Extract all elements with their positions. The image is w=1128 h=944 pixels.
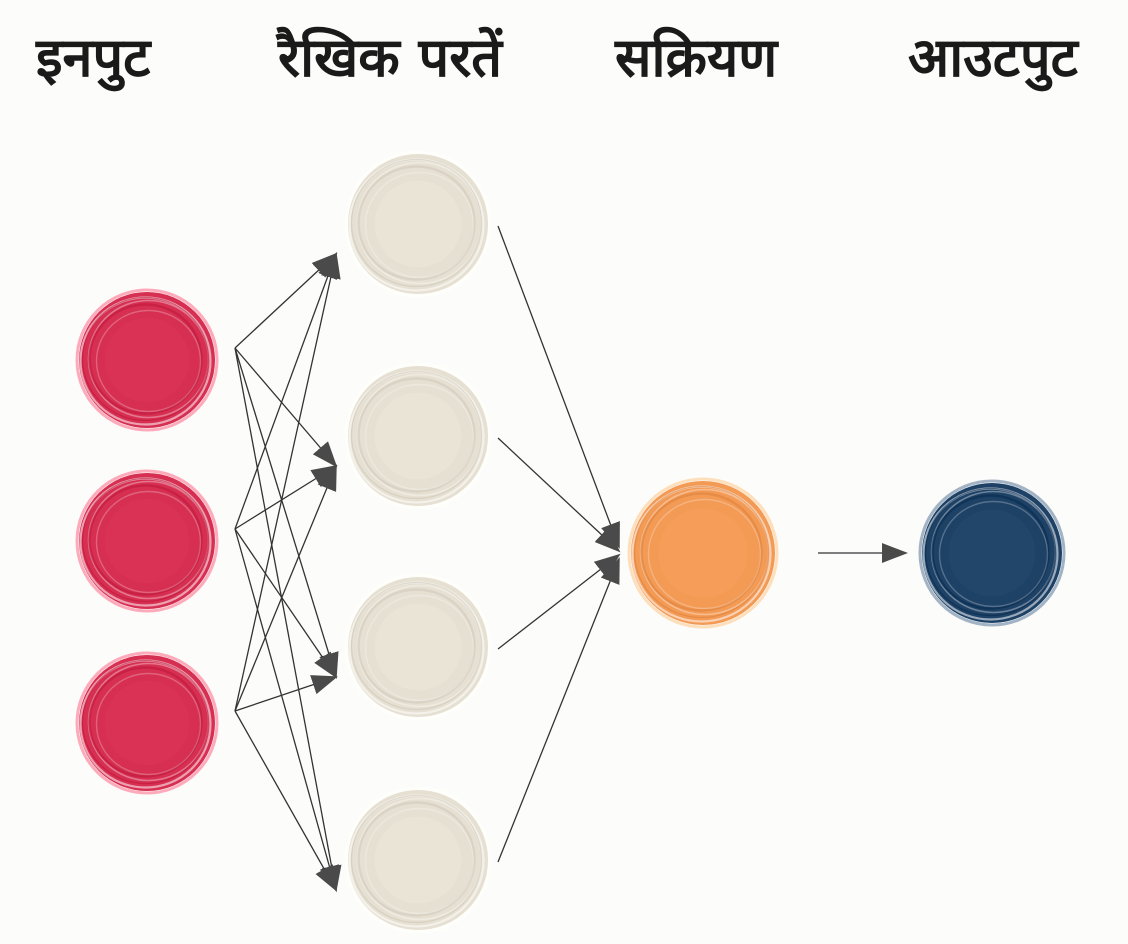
edge-input-3-linear-1 [234,252,341,712]
edges-group [234,225,908,892]
edge-input-1-linear-2 [234,347,338,468]
activation-column-title: सक्रियण [615,26,778,89]
edge-input-1-linear-3 [234,347,339,679]
edge-input-3-linear-3 [234,675,338,712]
linear-node-4 [344,786,492,934]
input-node-1 [75,288,219,432]
edge-linear-4-activation [497,557,620,863]
input-node-3 [75,651,219,795]
activation-node [627,477,779,629]
edge-input-3-linear-2 [234,464,337,712]
edge-input-2-linear-1 [234,252,338,530]
input-node-2 [75,469,219,613]
input-column-title: इनपुट [36,26,151,89]
linear-node-2 [344,362,492,510]
edge-input-3-linear-4 [234,710,337,892]
edge-linear-1-activation [497,225,620,549]
output-node [918,479,1066,627]
edge-input-1-linear-1 [234,252,338,349]
edge-input-1-linear-4 [234,347,342,892]
nodes-group [75,150,1066,934]
output-column-title: आउटपुट [908,26,1078,89]
edge-input-2-linear-4 [234,528,340,892]
edge-linear-2-activation [497,437,621,553]
linear-node-1 [344,150,492,298]
edge-linear-3-activation [497,553,621,650]
linear-layers-column-title: रैखिक परतें [278,26,503,89]
edge-input-2-linear-2 [234,464,338,530]
linear-node-3 [344,573,492,721]
edge-input-2-linear-3 [234,528,338,679]
